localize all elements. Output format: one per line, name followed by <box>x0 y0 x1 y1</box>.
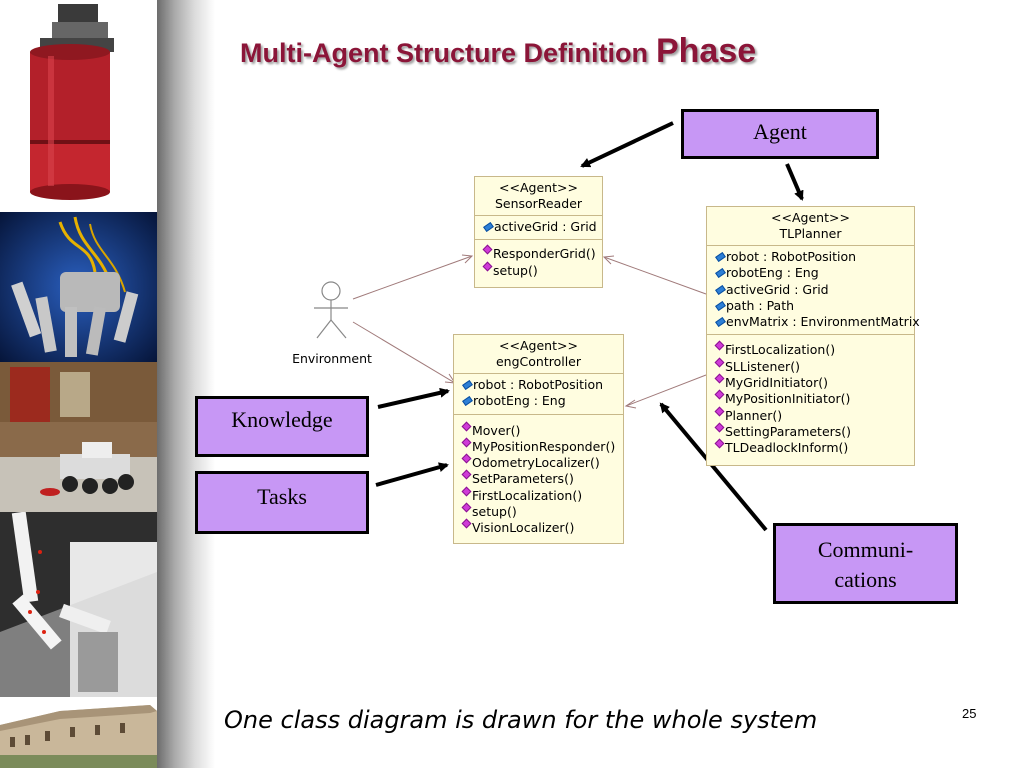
assoc-env-engcontroller <box>352 321 456 384</box>
actor-label: Environment <box>292 351 372 366</box>
class-engcontroller: <<Agent>> engController robot : RobotPos… <box>453 334 624 544</box>
class-sensorreader: <<Agent>> SensorReader activeGrid : Grid… <box>474 176 603 288</box>
attribute-icon <box>462 379 473 391</box>
operation: FirstLocalization() <box>714 341 911 358</box>
attribute-icon <box>715 284 726 295</box>
operation-icon <box>461 518 472 529</box>
robot-hand-photo <box>0 212 157 362</box>
operation: MyGridInitiator() <box>714 373 911 391</box>
stereotype: <<Agent>> <box>499 180 578 195</box>
operation: MyPositionResponder() <box>461 437 620 455</box>
attribute-icon <box>715 317 726 328</box>
assoc-arrowhead-tlplanner-engcontroller <box>624 399 637 409</box>
operation: setup() <box>482 261 599 279</box>
operation: SetParameters() <box>461 470 620 487</box>
arrow-agent-to-sensorreader <box>580 121 674 168</box>
mobile-robot-photo <box>0 362 157 512</box>
assoc-tlplanner-sensorreader <box>603 256 707 295</box>
stereotype: <<Agent>> <box>499 338 578 353</box>
label-knowledge: Knowledge <box>195 396 369 457</box>
operation: SettingParameters() <box>714 422 911 440</box>
attribute: activeGrid : Grid <box>483 219 599 235</box>
assoc-tlplanner-engcontroller <box>625 374 707 407</box>
assoc-arrowhead-env-sensorreader <box>461 254 474 264</box>
class-name: SensorReader <box>494 196 583 211</box>
operation-icon <box>461 486 472 497</box>
operation-icon <box>461 421 472 432</box>
operation: OdometryLocalizer() <box>461 453 620 471</box>
operation-icon <box>461 470 472 480</box>
building-photo <box>0 697 157 768</box>
photo-strip <box>0 0 157 768</box>
title-main: Multi-Agent Structure Definition <box>240 38 648 68</box>
attribute: robot : RobotPosition <box>715 249 911 265</box>
operation: setup() <box>461 502 620 520</box>
slide-caption: One class diagram is drawn for the whole… <box>224 706 818 734</box>
class-name: engController <box>495 354 582 369</box>
operation: VisionLocalizer() <box>461 518 620 536</box>
attribute-compartment: activeGrid : Grid <box>475 216 602 241</box>
operation-icon <box>461 502 472 513</box>
operation-icon <box>461 453 472 464</box>
operation-icon <box>714 422 725 433</box>
robot-arm-photo <box>0 512 157 697</box>
attribute-compartment: robot : RobotPosition robotEng : Eng <box>454 374 623 415</box>
operation: SLListener() <box>714 357 911 375</box>
assoc-arrowhead-tlplanner-sensorreader <box>602 255 615 265</box>
attribute: robot : RobotPosition <box>462 377 620 393</box>
label-tasks: Tasks <box>195 471 369 534</box>
attribute: robotEng : Eng <box>715 265 911 281</box>
class-header: <<Agent>> SensorReader <box>475 177 602 216</box>
operation: TLDeadlockInform() <box>714 438 911 456</box>
operation-icon <box>714 389 725 400</box>
operation: MyPositionInitiator() <box>714 389 911 407</box>
label-agent: Agent <box>681 109 879 159</box>
class-header: <<Agent>> TLPlanner <box>707 207 914 246</box>
operation-compartment: ResponderGrid() setup() <box>475 240 602 283</box>
stereotype: <<Agent>> <box>771 210 850 225</box>
operation: Mover() <box>461 421 620 439</box>
operation-icon <box>714 438 725 449</box>
operation-icon <box>714 373 725 384</box>
attribute-icon <box>715 251 726 263</box>
page-number: 25 <box>962 706 977 721</box>
title-phase: Phase <box>655 32 757 70</box>
attribute-icon <box>715 300 726 311</box>
attribute-compartment: robot : RobotPosition robotEng : Eng act… <box>707 246 920 336</box>
operation-icon <box>714 357 725 368</box>
operation-compartment: FirstLocalization() SLListener() MyGridI… <box>707 335 914 460</box>
attribute: path : Path <box>715 298 911 314</box>
operation-icon <box>482 261 493 272</box>
class-name: TLPlanner <box>779 226 842 241</box>
attribute: envMatrix : EnvironmentMatrix <box>715 314 920 330</box>
attribute: activeGrid : Grid <box>715 282 911 298</box>
operation-icon <box>714 406 725 417</box>
assoc-env-sensorreader <box>352 255 473 300</box>
class-header: <<Agent>> engController <box>454 335 623 374</box>
operation-icon <box>714 341 725 351</box>
operation: ResponderGrid() <box>482 244 599 262</box>
operation-icon <box>482 244 493 255</box>
arrow-knowledge-to-attributes <box>377 387 450 409</box>
robot-photo <box>0 0 157 212</box>
label-communications-line2: cations <box>834 567 897 592</box>
attribute-icon <box>483 221 494 233</box>
operation: FirstLocalization() <box>461 486 620 504</box>
arrow-tasks-to-operations <box>375 462 449 487</box>
class-tlplanner: <<Agent>> TLPlanner robot : RobotPositio… <box>706 206 920 466</box>
attribute-icon <box>462 396 473 407</box>
attribute-icon <box>715 268 726 279</box>
label-communications: Communi- cations <box>773 523 958 604</box>
strip-shadow <box>157 0 215 768</box>
operation-compartment: Mover() MyPositionResponder() OdometryLo… <box>454 415 623 541</box>
actor-stick-figure-icon <box>314 281 348 339</box>
arrow-agent-to-tlplanner <box>785 163 804 201</box>
label-communications-line1: Communi- <box>817 537 914 562</box>
attribute: robotEng : Eng <box>462 393 620 409</box>
arrow-communications-to-association <box>659 402 768 532</box>
operation: Planner() <box>714 406 911 424</box>
operation-icon <box>461 437 472 448</box>
